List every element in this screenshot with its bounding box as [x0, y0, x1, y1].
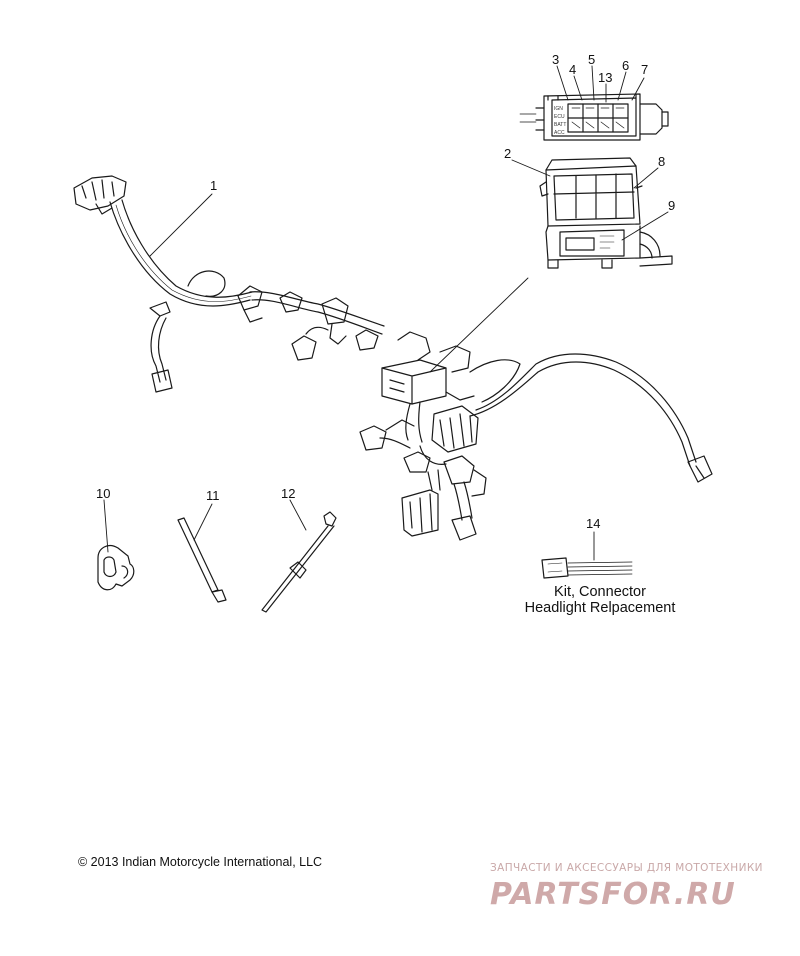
callout-1: 1	[210, 178, 217, 193]
part-12-cable-tie-mount	[261, 511, 337, 613]
watermark-logo: PARTSFOR.RU	[490, 877, 736, 912]
callout-14: 14	[586, 516, 600, 531]
callout-8: 8	[658, 154, 665, 169]
part-10-clip	[97, 545, 135, 591]
callout-2: 2	[504, 146, 511, 161]
watermark-tagline: ЗАПЧАСТИ И АКСЕССУАРЫ ДЛЯ МОТОТЕХНИКИ	[490, 862, 763, 874]
callout-5: 5	[588, 52, 595, 67]
callout-13: 13	[598, 70, 612, 85]
watermark-logo-text: PARTSFOR.RU	[490, 877, 736, 912]
callout-4: 4	[569, 62, 576, 77]
part-14-connector-kit	[541, 557, 633, 579]
copyright-notice: © 2013 Indian Motorcycle International, …	[78, 855, 323, 869]
fuse-side-label-1: IGN	[554, 106, 563, 112]
fuse-box-side-view	[539, 157, 673, 269]
callout-12: 12	[281, 486, 295, 501]
callout-11: 11	[206, 488, 220, 503]
kit-caption: Kit, Connector Headlight Relpacement	[500, 584, 700, 616]
leader-lines	[103, 65, 669, 561]
callout-9: 9	[668, 198, 675, 213]
callout-6: 6	[622, 58, 629, 73]
kit-caption-line1: Kit, Connector	[554, 584, 646, 600]
callout-3: 3	[552, 52, 559, 67]
fuse-side-label-3: BATT	[554, 122, 566, 128]
fuse-side-label-2: ECU	[554, 114, 565, 120]
fuse-side-label-4: ACC	[554, 130, 565, 136]
main-harness	[73, 175, 713, 541]
fuse-box-top-view	[519, 93, 669, 141]
kit-caption-line2: Headlight Relpacement	[524, 600, 676, 616]
callout-10: 10	[96, 486, 110, 501]
callout-7: 7	[641, 62, 648, 77]
part-11-cable-tie	[177, 517, 227, 603]
